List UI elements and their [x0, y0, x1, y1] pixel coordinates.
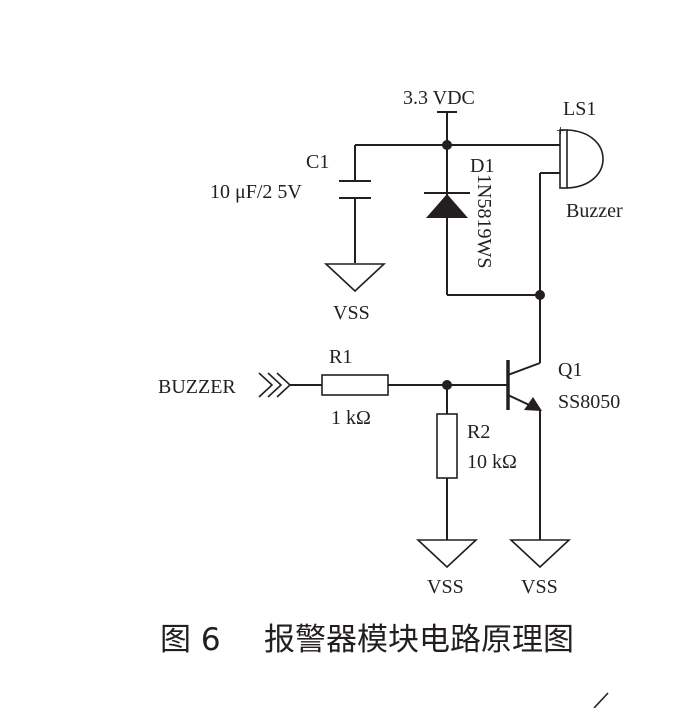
junction-top	[442, 140, 452, 150]
transistor-collector-leg	[507, 362, 541, 376]
capacitor-c1	[339, 180, 371, 199]
buzzer-dome	[566, 129, 604, 189]
ground-r2-icon	[415, 539, 479, 569]
figure-number: 图 6	[160, 622, 221, 658]
input-port-chevrons	[258, 372, 292, 398]
q1-value-label: SS8050	[558, 391, 620, 413]
input-net-label: BUZZER	[158, 376, 236, 398]
r2-value-label: 10 kΩ	[467, 451, 517, 473]
d1-ref-label: D1	[470, 155, 494, 177]
r1-ref-label: R1	[329, 346, 352, 368]
wires	[290, 112, 560, 540]
r1-value-label: 1 kΩ	[331, 407, 371, 429]
corner-mark	[593, 692, 609, 708]
buzzer-body	[559, 129, 568, 189]
resistor-r1	[321, 374, 389, 396]
ls1-plus-label: +	[556, 123, 565, 140]
junction-collector	[535, 290, 545, 300]
figure-caption: 报警器模块电路原理图	[264, 622, 574, 658]
r2-ref-label: R2	[467, 421, 490, 443]
c1-value-label: 10 μF/2 5V	[210, 181, 302, 203]
d1-value-label: 1N5819WS	[473, 174, 495, 268]
diode-d1	[424, 192, 470, 218]
q1-ref-label: Q1	[558, 359, 582, 381]
emitter-arrow-icon	[524, 397, 542, 411]
resistor-r2	[436, 413, 458, 479]
ground-c1-icon	[323, 263, 387, 293]
gnd-r2-label: VSS	[427, 576, 464, 598]
transistor-q1	[506, 360, 542, 411]
diode-triangle	[426, 194, 468, 218]
gnd-q1-label: VSS	[521, 576, 558, 598]
junction-base	[442, 380, 452, 390]
gnd-c1-label: VSS	[333, 302, 370, 324]
buzzer-ls1	[559, 129, 604, 189]
supply-label: 3.3 VDC	[403, 87, 475, 109]
c1-ref-label: C1	[306, 151, 329, 173]
ground-q1-icon	[508, 539, 572, 569]
ls1-ref-label: LS1	[563, 98, 596, 120]
ls1-value-label: Buzzer	[566, 200, 623, 222]
